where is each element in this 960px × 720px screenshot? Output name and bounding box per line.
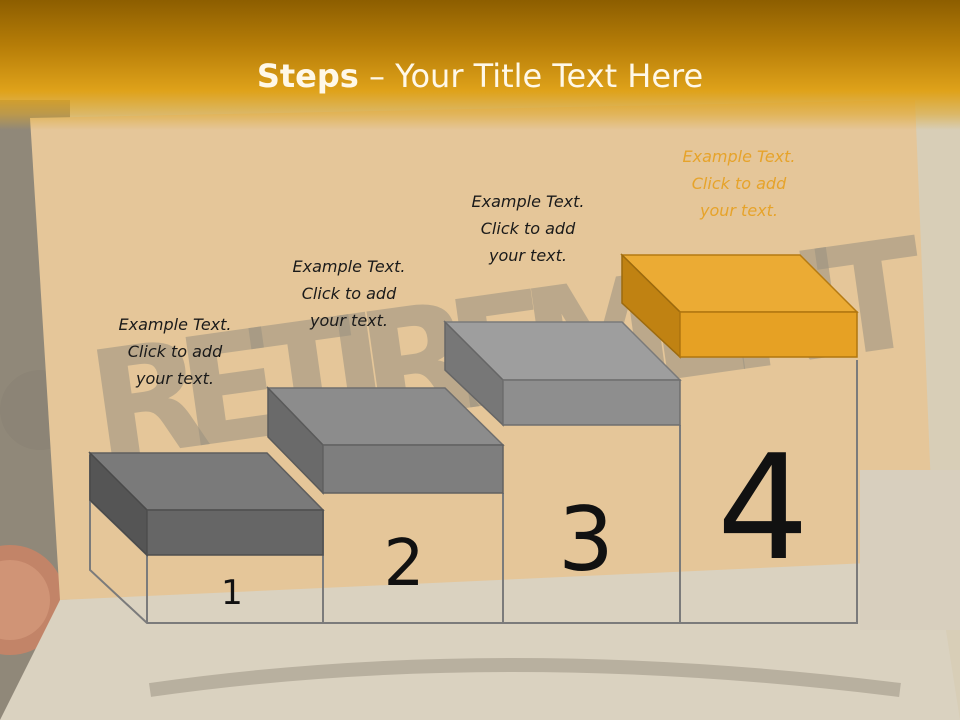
step-4-number: 4: [717, 424, 809, 593]
step-2-block[interactable]: [266, 386, 505, 495]
title-bold: Steps: [256, 57, 359, 95]
caption-line: Example Text.: [118, 315, 232, 334]
step-2-number: 2: [384, 527, 425, 601]
step-1-block[interactable]: [88, 451, 325, 557]
caption-line: your text.: [309, 311, 388, 330]
caption-line: your text.: [135, 369, 214, 388]
step-3-number: 3: [558, 488, 614, 591]
caption-line: Click to add: [691, 174, 787, 193]
caption-line: Example Text.: [682, 147, 796, 166]
step-4-block[interactable]: [620, 253, 859, 359]
step-3-caption[interactable]: Example Text. Click to add your text.: [438, 188, 618, 269]
caption-line: Example Text.: [292, 257, 406, 276]
slide-title[interactable]: Steps – Your Title Text Here: [0, 56, 960, 96]
step-1-caption[interactable]: Example Text. Click to add your text.: [85, 311, 265, 392]
caption-line: Click to add: [480, 219, 576, 238]
step-2-caption[interactable]: Example Text. Click to add your text.: [259, 253, 439, 334]
step-1-number: 1: [221, 573, 243, 613]
caption-line: your text.: [699, 201, 778, 220]
caption-line: Click to add: [127, 342, 223, 361]
caption-line: your text.: [488, 246, 567, 265]
step-4-caption[interactable]: Example Text. Click to add your text.: [649, 143, 829, 224]
step-3-block[interactable]: [443, 320, 682, 427]
title-bar: [0, 0, 960, 130]
caption-line: Click to add: [301, 284, 397, 303]
title-rest: – Your Title Text Here: [358, 57, 704, 95]
caption-line: Example Text.: [471, 192, 585, 211]
